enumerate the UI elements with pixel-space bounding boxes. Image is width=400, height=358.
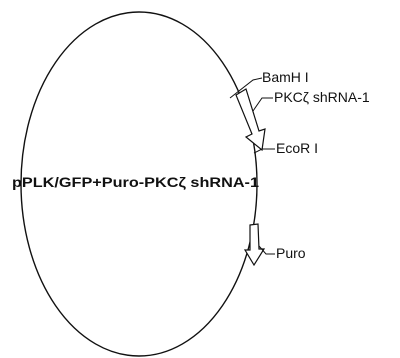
- plasmid-backbone: [20, 11, 258, 357]
- puro-label: Puro: [276, 245, 306, 261]
- puro-leader-line: [258, 245, 275, 255]
- puro-arrow: [243, 223, 266, 267]
- plasmid-name: pPLK/GFP+Puro-PKCζ shRNA-1: [12, 175, 260, 190]
- ecori-leader-line: [253, 148, 275, 154]
- ecori-label: EcoR I: [276, 140, 318, 156]
- bamhi-label: BamH I: [262, 69, 309, 85]
- bamhi-leader-line: [229, 77, 263, 99]
- shrna-insert-arrow: [235, 88, 266, 152]
- shrna-label: PKCζ shRNA-1: [274, 89, 370, 105]
- shrna-leader-line: [252, 97, 273, 112]
